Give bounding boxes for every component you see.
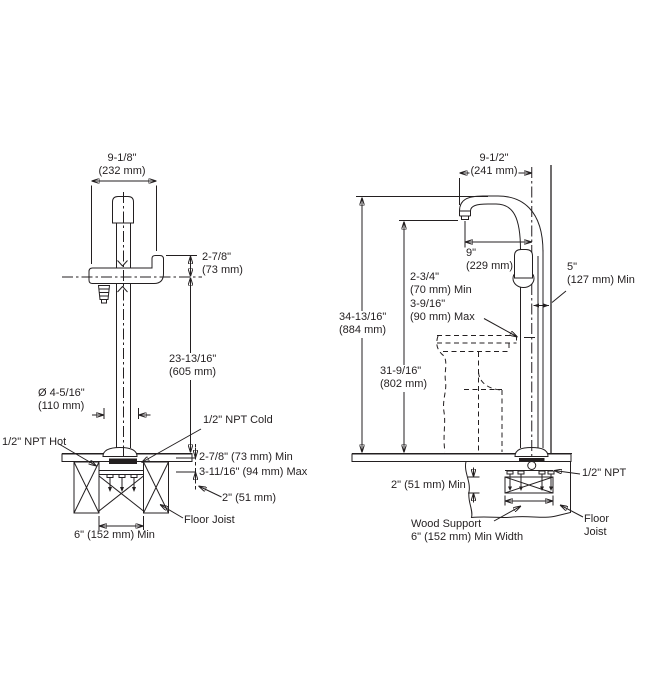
dim-rim-clearance: 2-3/4" (70 mm) Min 3-9/16" (90 mm) Max	[410, 271, 475, 324]
hose-barb	[97, 285, 111, 304]
mounting-hardware-right	[505, 458, 555, 491]
dim-spout-overall-reach: 9-1/2" (241 mm)	[469, 152, 519, 179]
faucet-handle-right	[512, 249, 535, 288]
dim-overall-width: 9-1/8" (232 mm)	[98, 152, 146, 178]
dim-spout-rise: 2-7/8" (73 mm)	[202, 251, 243, 277]
dim-spout-reach: 9" (229 mm)	[466, 247, 514, 273]
label-cold-supply: 1/2" NPT Cold	[203, 414, 273, 426]
flow-chevron-up	[117, 260, 128, 267]
dim-overall-height: 34-13/16" (884 mm)	[338, 311, 388, 338]
dimension-lines-left	[58, 181, 222, 530]
label-floor-joist-left: Floor Joist	[184, 514, 235, 526]
label-floor-joist-right: Floor Joist	[584, 513, 610, 539]
wood-support-block	[504, 476, 554, 494]
bathtub-outline	[436, 335, 517, 453]
label-supply-connection: 1/2" NPT	[582, 467, 627, 479]
label-hot-supply: 1/2" NPT Hot	[2, 436, 67, 448]
right-view-figure	[351, 165, 584, 522]
dim-wall-clearance: 5" (127 mm) Min	[567, 261, 635, 287]
dim-spout-outlet-height: 31-9/16" (802 mm)	[379, 365, 429, 392]
dim-depth-max: 3-11/16" (94 mm) Max	[199, 466, 308, 478]
dim-depth-min: 2-7/8" (73 mm) Min	[199, 451, 293, 463]
left-view-figure	[58, 181, 222, 530]
mounting-hardware-left	[98, 458, 144, 512]
riser-column-left	[116, 283, 131, 448]
flow-chevron-down	[117, 285, 128, 293]
label-wood-support: Wood Support 6" (152 mm) Min Width	[411, 518, 524, 544]
dim-support-thickness: 2" (51 mm) Min	[391, 479, 466, 491]
dim-board-thickness: 2" (51 mm)	[222, 492, 277, 504]
floor-flange-left	[102, 446, 138, 457]
dimension-lines-right	[356, 173, 584, 522]
dim-escutcheon-diameter: Ø 4-5/16" (110 mm)	[38, 387, 85, 413]
dim-joist-spacing: 6" (152 mm) Min	[74, 529, 155, 541]
dim-floor-to-centerline: 23-13/16" (605 mm)	[168, 353, 218, 380]
